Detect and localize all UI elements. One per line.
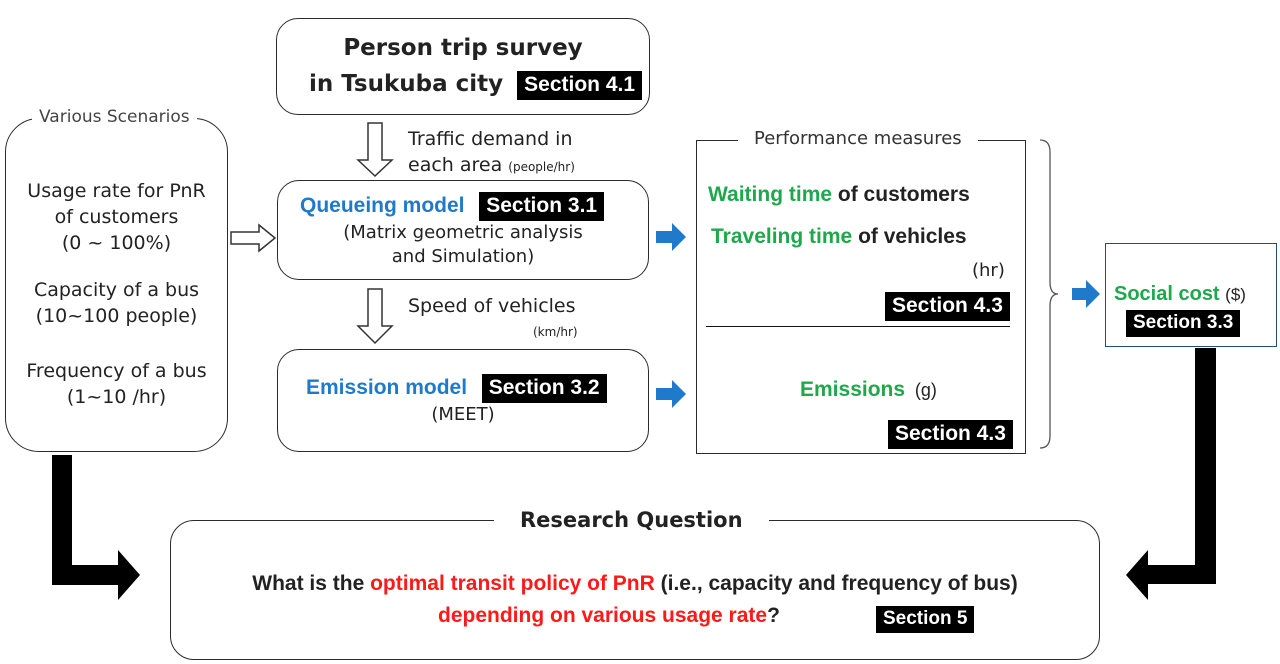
hollow-down-arrow [356,122,394,178]
scenarios-box [5,118,228,452]
demand-area: each area [408,154,503,176]
emission-model-title: Emission model [306,376,468,399]
waiting-time-subject: of customers [837,183,970,206]
waiting-time-label: Waiting time [708,183,833,206]
hollow-right-arrow [230,223,277,253]
social-cost-unit: ($) [1225,285,1246,304]
scenarios-legend: Various Scenarios [32,107,197,127]
survey-title-line2: in Tsukuba city Section 4.1 [309,71,643,100]
blue-right-arrow [1072,280,1100,308]
social-cost-row: Social cost ($) [1114,283,1246,306]
section-badge: Section 3.1 [479,192,605,221]
scenario-frequency-line1: Frequency of a bus [26,360,207,382]
scenario-capacity-line1: Capacity of a bus [33,279,200,301]
demand-unit: (people/hr) [508,160,575,174]
survey-city: in Tsukuba city [309,71,504,97]
emissions-unit: (g) [914,380,937,400]
section-badge-row: Section 5 [876,606,975,633]
queueing-title-row: Queueing model Section 3.1 [300,192,605,221]
section-badge: Section 4.3 [885,292,1010,321]
section-badge-row: Section 4.3 [888,420,1013,449]
blue-right-arrow [656,380,686,408]
traveling-time-row: Traveling time of vehicles [711,225,967,249]
speed-label: Speed of vehicles [408,295,576,317]
research-question-line1: What is the optimal transit policy of Pn… [170,572,1100,596]
hollow-down-arrow [356,288,394,345]
time-unit: (hr) [972,260,1005,281]
thick-black-l-arrow [52,455,140,600]
thick-black-l-arrow [1126,348,1216,600]
scenario-usage-line2: of customers [54,206,179,228]
section-badge-row: Section 4.3 [885,292,1010,321]
emission-title-row: Emission model Section 3.2 [306,374,607,403]
queueing-sub-line2: and Simulation) [391,246,535,267]
section-badge-row: Section 3.3 [1126,310,1241,337]
performance-legend: Performance measures [738,128,978,149]
right-brace [1039,139,1059,449]
performance-divider [706,326,1010,327]
waiting-time-row: Waiting time of customers [708,183,970,207]
traveling-time-label: Traveling time [711,225,853,248]
queueing-sub-line1: (Matrix geometric analysis [343,222,583,243]
scenario-capacity-line2: (10~100 people) [35,305,198,327]
question-mark: ? [767,604,780,627]
queueing-title: Queueing model [300,194,465,217]
question-suffix: (i.e., capacity and frequency of bus) [654,572,1018,595]
emissions-row: Emissions (g) [800,378,937,402]
section-badge: Section 4.1 [517,71,643,100]
scenario-usage-line3: (0 ~ 100%) [61,232,172,254]
question-prefix: What is the [252,572,371,595]
research-question-legend: Research Question [494,508,769,532]
emission-model-sub: (MEET) [431,404,495,425]
traveling-time-subject: of vehicles [858,225,967,248]
demand-label-line1: Traffic demand in [408,128,573,150]
social-cost-label: Social cost [1114,283,1220,305]
question-highlight-policy: optimal transit policy of PnR [370,572,655,595]
speed-unit: (km/hr) [533,325,578,339]
scenario-usage-line1: Usage rate for PnR [27,180,206,202]
question-highlight-usage: depending on various usage rate [438,604,768,627]
blue-right-arrow [656,223,686,251]
demand-label-line2: each area (people/hr) [408,154,575,176]
section-badge: Section 5 [876,606,975,633]
section-badge: Section 3.2 [481,374,607,403]
section-badge: Section 3.3 [1126,310,1241,337]
research-question-line2: depending on various usage rate? [438,604,780,628]
emissions-label: Emissions [800,378,906,401]
scenario-frequency-line2: (1~10 /hr) [66,386,167,408]
survey-box: Person trip survey in Tsukuba city Secti… [276,18,650,115]
survey-title-line1: Person trip survey [343,35,583,61]
section-badge: Section 4.3 [888,420,1013,449]
